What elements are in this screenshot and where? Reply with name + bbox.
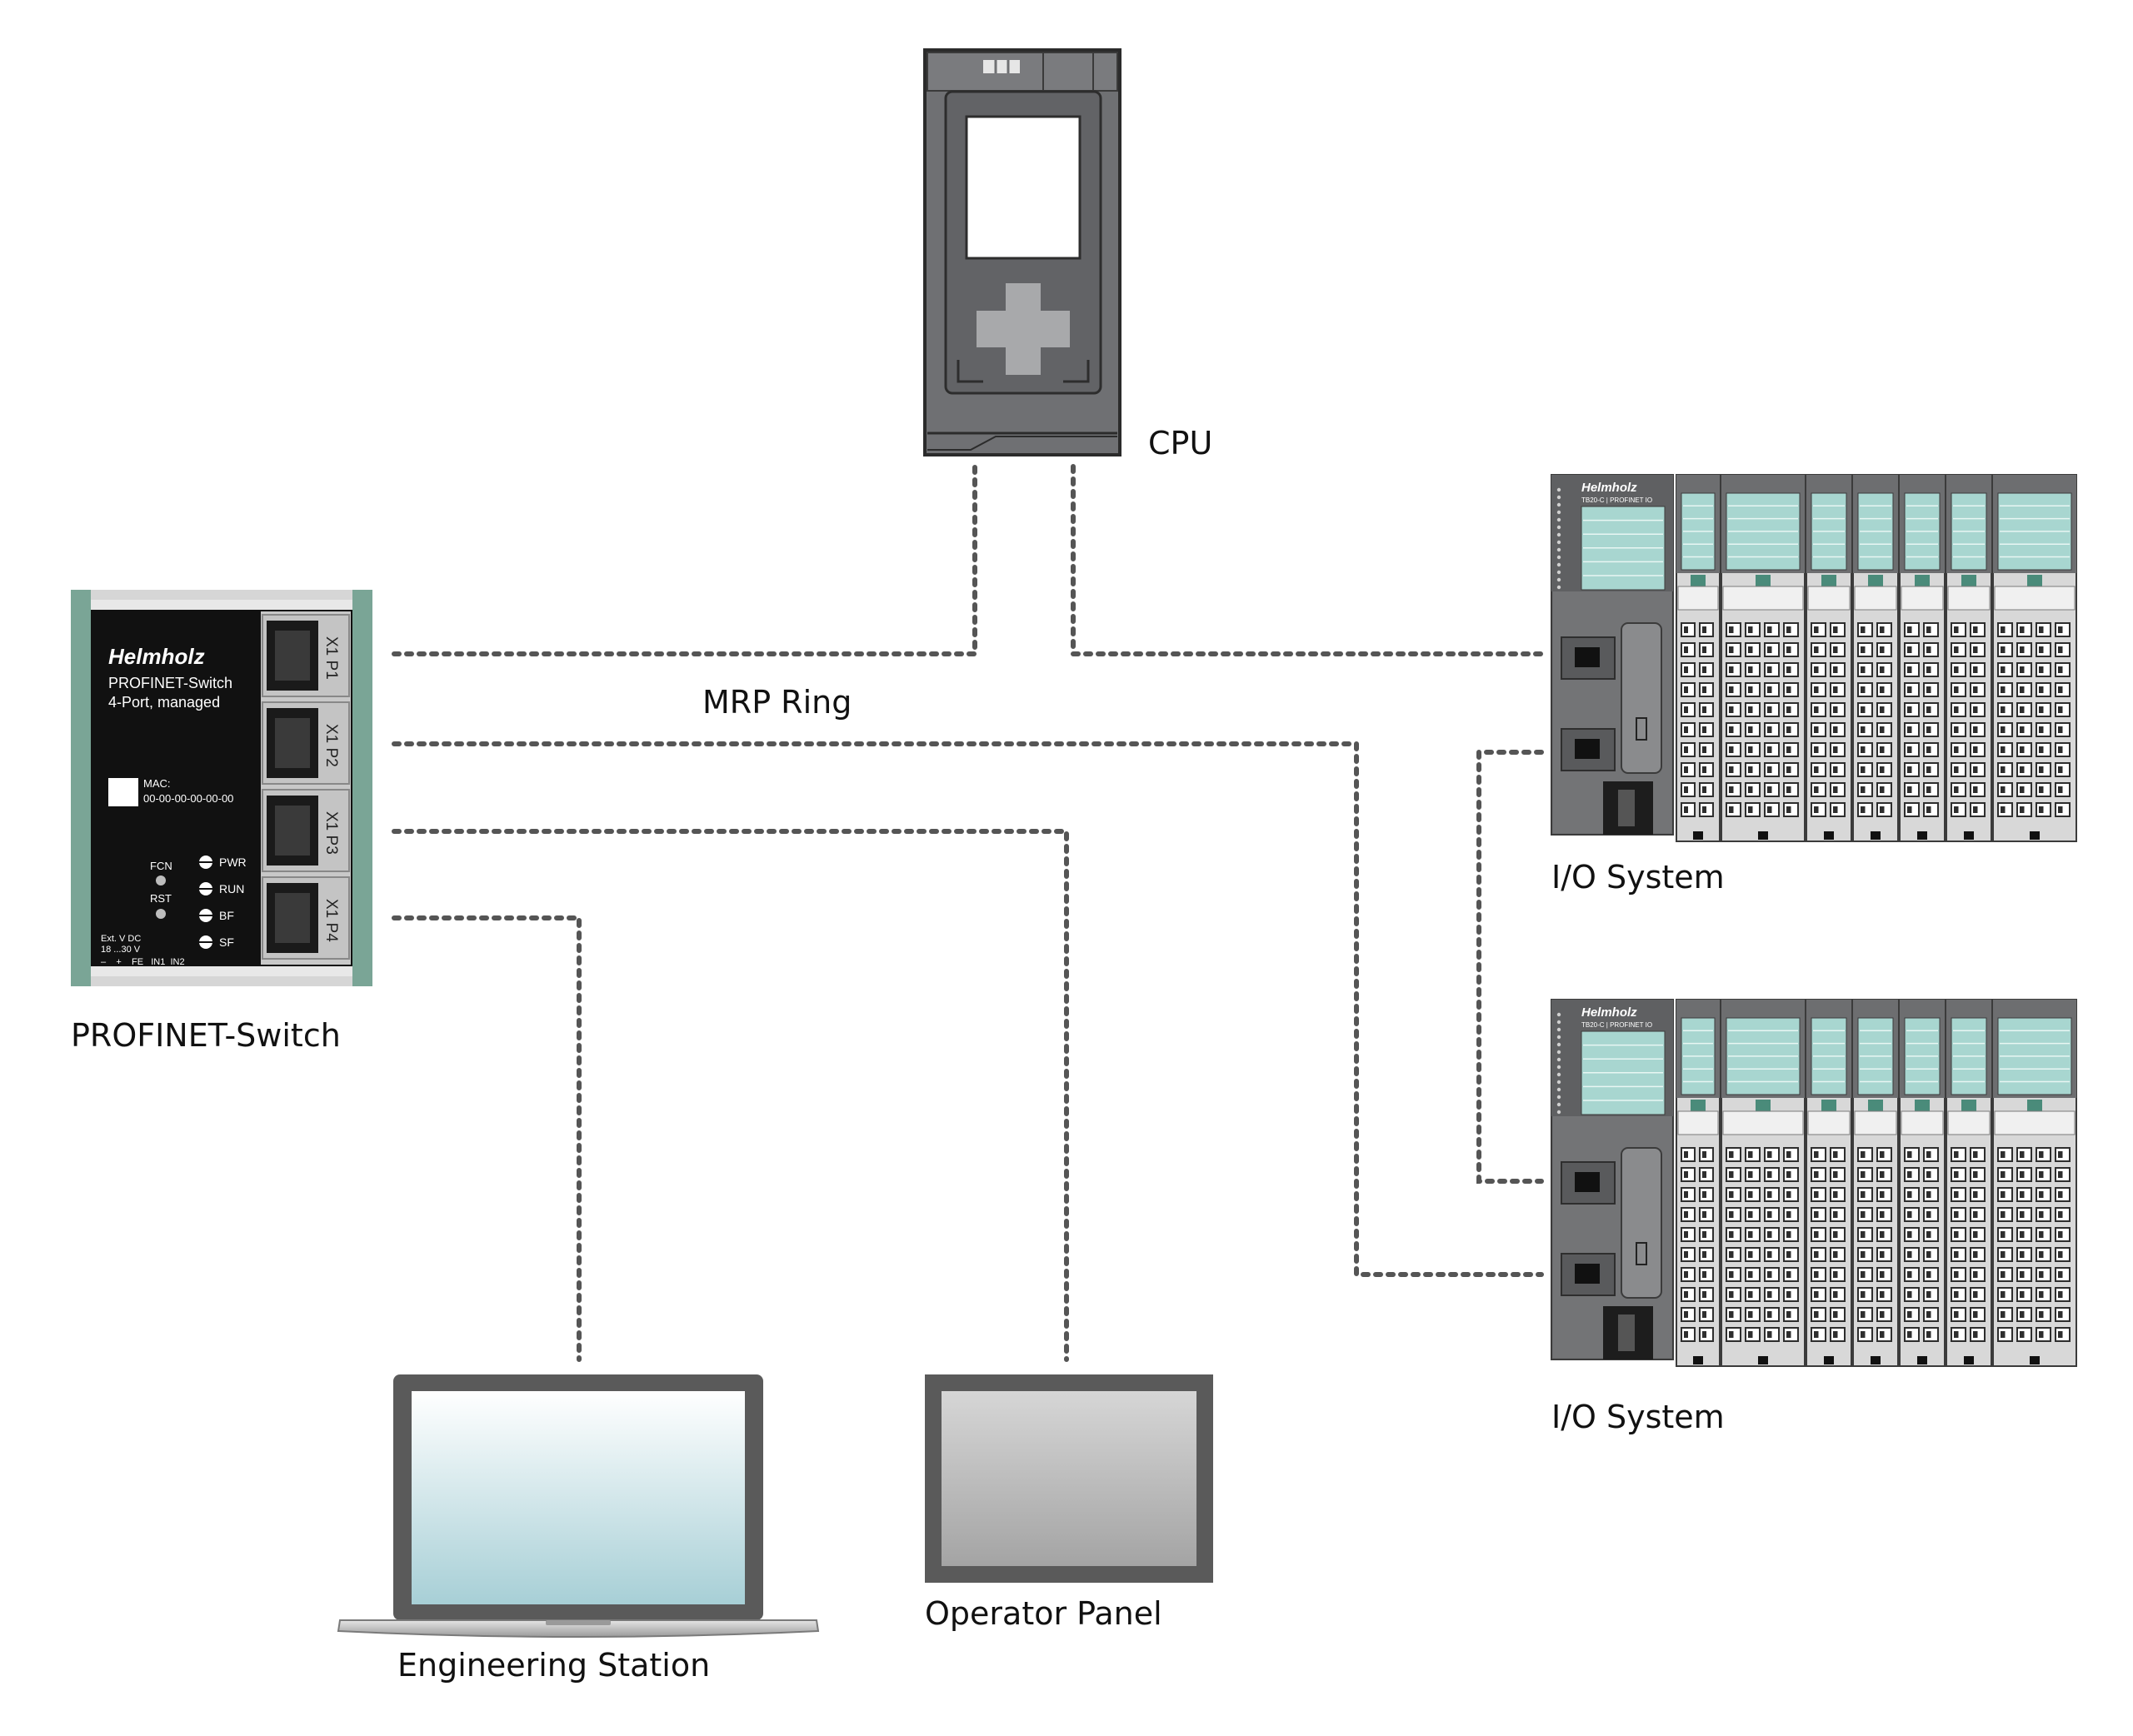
switch-rst-button[interactable] <box>156 909 166 919</box>
switch-port-p2[interactable]: X1 P2 <box>262 701 350 785</box>
cable-switch-p1-to-cpu <box>392 464 977 656</box>
port-label-p4: X1 P4 <box>322 899 340 942</box>
switch-mac-label: MAC: <box>143 777 171 790</box>
switch-port-p1[interactable]: X1 P1 <box>262 614 350 697</box>
switch-din-rail-left <box>71 590 91 986</box>
engineering-station-label: Engineering Station <box>397 1647 710 1684</box>
switch-led-bf: BF <box>219 909 234 922</box>
mrp-ring-label: MRP Ring <box>702 684 852 721</box>
cpu-device <box>923 48 1121 456</box>
io-brand: Helmholz <box>1581 481 1637 495</box>
port-label-p1: X1 P1 <box>322 636 340 680</box>
cable-switch-p4-to-engineering-station <box>392 915 582 1362</box>
switch-brand: Helmholz <box>108 644 205 669</box>
profinet-switch-device: Helmholz PROFINET-Switch 4-Port, managed… <box>71 590 372 986</box>
cable-switch-p2-to-io-system-2 <box>392 741 1544 1277</box>
switch-mac-value: 00-00-00-00-00-00 <box>143 792 233 805</box>
switch-led-pwr: PWR <box>219 856 247 869</box>
switch-rst-label: RST <box>150 892 172 905</box>
operator-panel-label: Operator Panel <box>925 1595 1162 1632</box>
io-system-2-label: I/O System <box>1551 1399 1725 1435</box>
switch-title-line1: PROFINET-Switch <box>108 675 232 691</box>
cpu-label: CPU <box>1148 425 1212 461</box>
io-system-1-label: I/O System <box>1551 859 1725 895</box>
switch-port-p4[interactable]: X1 P4 <box>262 876 350 960</box>
io-brand: Helmholz <box>1581 1005 1637 1020</box>
port-label-p3: X1 P3 <box>322 811 340 855</box>
laptop-base <box>337 1619 820 1638</box>
switch-status-leds: PWR RUN BF SF <box>199 856 247 949</box>
switch-fcn-button[interactable] <box>156 875 166 885</box>
io-model: TB20-C | PROFINET IO <box>1581 1021 1652 1029</box>
switch-din-rail-right <box>352 590 372 986</box>
engineering-station-laptop <box>337 1374 820 1638</box>
io-model: TB20-C | PROFINET IO <box>1581 496 1652 504</box>
cable-io-system-1-to-io-system-2 <box>1476 750 1544 1184</box>
cable-switch-p3-to-operator-panel <box>392 829 1069 1362</box>
laptop-screen <box>412 1391 745 1604</box>
operator-panel-device <box>925 1374 1213 1583</box>
switch-title-line2: 4-Port, managed <box>108 694 220 711</box>
switch-port-p3[interactable]: X1 P3 <box>262 789 350 872</box>
switch-power-line2: 18 ...30 V <box>101 945 141 955</box>
cables <box>392 464 1544 1362</box>
port-label-p2: X1 P2 <box>322 724 340 767</box>
cable-cpu-to-io-system-1 <box>1071 464 1544 656</box>
switch-led-sf: SF <box>219 935 234 949</box>
switch-power-line1: Ext. V DC <box>101 934 141 944</box>
switch-label: PROFINET-Switch <box>71 1017 341 1054</box>
switch-mac-label-box <box>108 778 138 806</box>
switch-fcn-label: FCN <box>150 860 172 872</box>
operator-panel-screen <box>942 1391 1196 1566</box>
switch-terminal-labels: – + FE IN1 IN2 <box>101 957 185 967</box>
switch-led-run: RUN <box>219 882 244 895</box>
